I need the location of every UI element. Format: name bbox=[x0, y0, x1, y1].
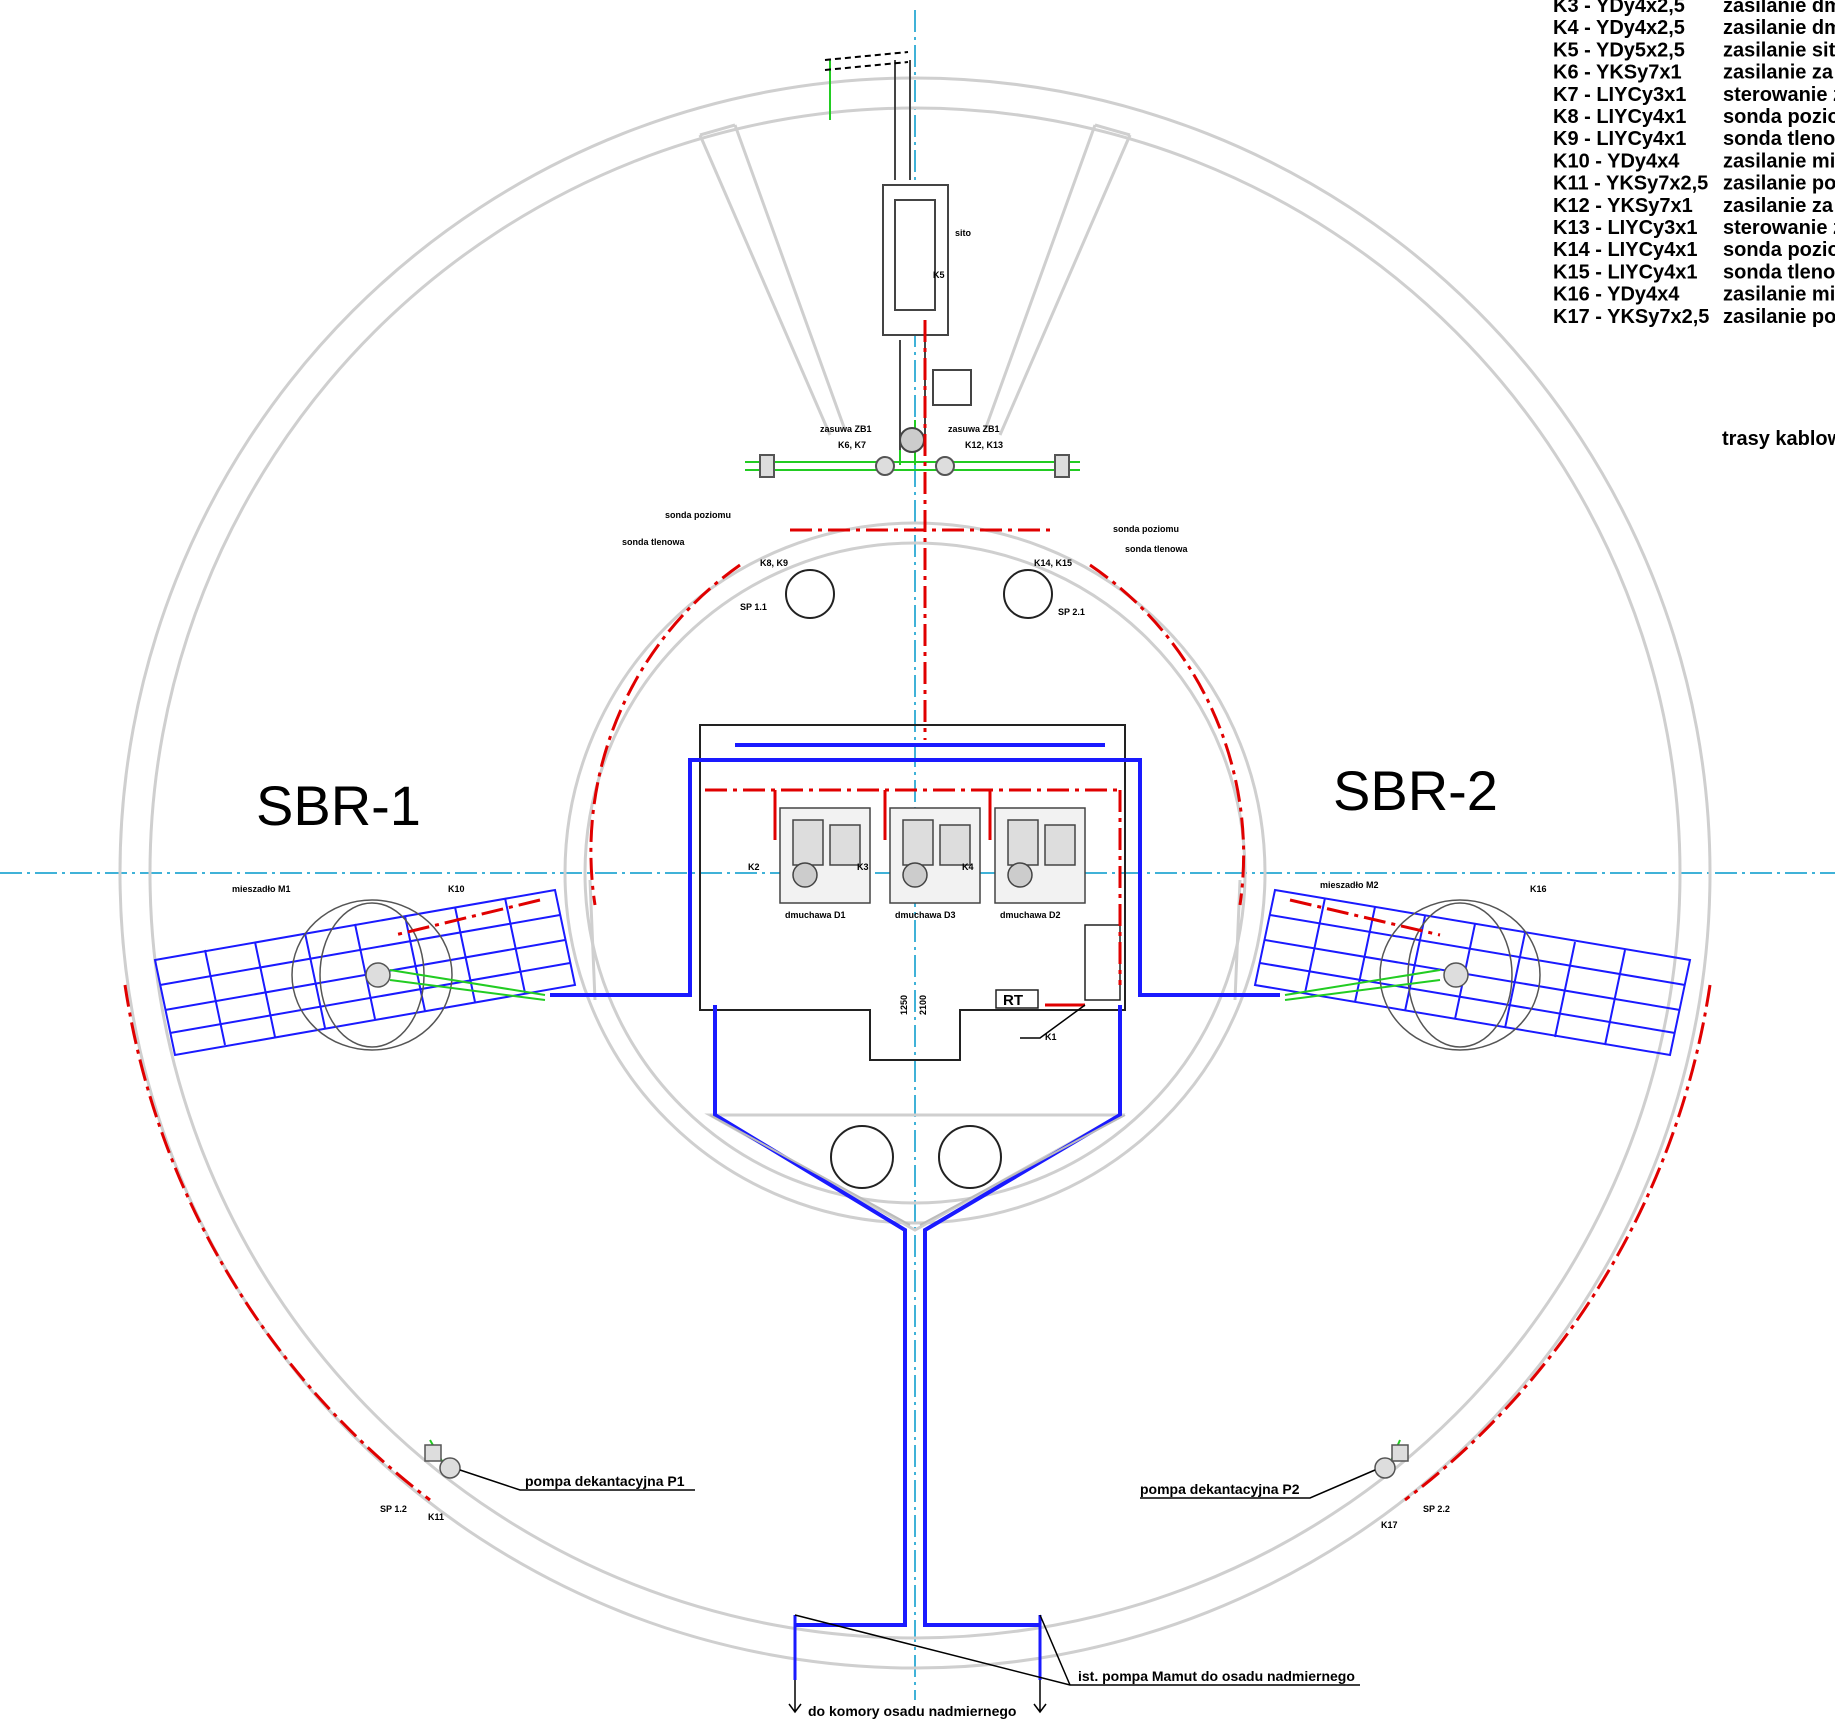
legend-code: K14 - LIYCy4x1 bbox=[1553, 239, 1698, 261]
legend-desc: sonda pozio bbox=[1723, 106, 1835, 128]
legend-desc: sonda tlenor bbox=[1723, 261, 1835, 283]
legend-code: K13 - LIYCy3x1 bbox=[1553, 217, 1698, 239]
legend-code: K8 - LIYCy4x1 bbox=[1553, 106, 1686, 128]
zasuwa1-label: zasuwa ZB1 bbox=[820, 424, 872, 434]
legend-desc: zasilanie dm bbox=[1723, 17, 1835, 39]
k1-label: K1 bbox=[1045, 1032, 1057, 1042]
k6k7-label: K6, K7 bbox=[838, 440, 866, 450]
legend-note: trasy kablow bbox=[1722, 428, 1835, 450]
sbr1-label: SBR-1 bbox=[256, 774, 421, 837]
aeration-grid-sbr1 bbox=[153, 888, 577, 1057]
aeration-grid-sbr2 bbox=[1253, 888, 1692, 1057]
k11-label: K11 bbox=[428, 1512, 444, 1522]
legend-desc: zasilanie po bbox=[1723, 173, 1835, 195]
sp12-label: SP 1.2 bbox=[380, 1504, 407, 1514]
legend-desc: sonda pozio bbox=[1723, 239, 1835, 261]
legend-desc: zasilanie sita bbox=[1723, 39, 1835, 61]
legend-desc: zasilanie za bbox=[1723, 195, 1834, 217]
sonda-poziomu-2-label: sonda poziomu bbox=[1113, 524, 1179, 534]
legend-code: K17 - YKSy7x2,5 bbox=[1553, 306, 1709, 328]
k14k15-label: K14, K15 bbox=[1034, 558, 1072, 568]
sp11-label: SP 1.1 bbox=[740, 602, 767, 612]
decant-pump-p2 bbox=[1374, 1444, 1409, 1479]
pump-p1-label: pompa dekantacyjna P1 bbox=[525, 1473, 685, 1489]
sonda-poziomu-1-label: sonda poziomu bbox=[665, 510, 731, 520]
k10-label: K10 bbox=[448, 884, 465, 894]
dimension-1: 1250 bbox=[899, 995, 909, 1015]
legend-code: K16 - YDy4x4 bbox=[1553, 284, 1680, 306]
blower-d1 bbox=[779, 807, 871, 904]
leader-lines bbox=[459, 1004, 1376, 1686]
k5-label: K5 bbox=[933, 270, 945, 280]
blower-d3 bbox=[889, 807, 981, 904]
legend-desc: sterowanie z bbox=[1723, 84, 1835, 106]
sonda-tlenowa-2-label: sonda tlenowa bbox=[1125, 544, 1189, 554]
legend-desc: zasilanie za bbox=[1723, 62, 1834, 84]
screen-unit bbox=[882, 60, 972, 453]
legend-code: K15 - LIYCy4x1 bbox=[1553, 261, 1698, 283]
inlet-pipe-dashed bbox=[824, 51, 909, 71]
legend-code: K4 - YDy4x2,5 bbox=[1553, 17, 1685, 39]
legend-code: K5 - YDy5x2,5 bbox=[1553, 39, 1685, 61]
sito-label: sito bbox=[955, 228, 972, 238]
sonda-tlenowa-1-label: sonda tlenowa bbox=[622, 537, 686, 547]
k17-label: K17 bbox=[1381, 1520, 1398, 1530]
legend-code: K9 - LIYCy4x1 bbox=[1553, 128, 1686, 150]
legend-code: K3 - YDy4x2,5 bbox=[1553, 0, 1685, 17]
control-cabinet bbox=[995, 924, 1121, 1009]
k2-label: K2 bbox=[748, 862, 760, 872]
blower-d2-label: dmuchawa D2 bbox=[1000, 910, 1061, 920]
cable-drops bbox=[773, 790, 1085, 1007]
legend-desc: sterowanie z bbox=[1723, 217, 1835, 239]
mixer-m2-label: mieszadło M2 bbox=[1320, 880, 1379, 890]
decant-pump-p1 bbox=[424, 1444, 461, 1479]
k8k9-label: K8, K9 bbox=[760, 558, 788, 568]
sludge-arrows bbox=[788, 1680, 1047, 1714]
mamut-label: ist. pompa Mamut do osadu nadmiernego bbox=[1078, 1668, 1355, 1684]
tank-outline bbox=[118, 76, 1712, 1670]
k16-label: K16 bbox=[1530, 884, 1547, 894]
legend-desc: zasilanie mi bbox=[1723, 150, 1835, 172]
sludge-pipes bbox=[793, 1615, 1042, 1680]
legend-desc: zasilanie dm bbox=[1723, 0, 1835, 17]
sp22-label: SP 2.2 bbox=[1423, 1504, 1450, 1514]
air-pipes bbox=[550, 743, 1280, 1627]
k4-label: K4 bbox=[962, 862, 974, 872]
air-pipe-casing bbox=[709, 1114, 1126, 1226]
sbr2-label: SBR-2 bbox=[1333, 759, 1498, 822]
legend-code: K6 - YKSy7x1 bbox=[1553, 62, 1682, 84]
mixer-m1-label: mieszadło M1 bbox=[232, 884, 291, 894]
sp21-label: SP 2.1 bbox=[1058, 607, 1085, 617]
blower-d1-label: dmuchawa D1 bbox=[785, 910, 846, 920]
valves-zasuwy bbox=[759, 454, 1070, 478]
inlet-channel-walls bbox=[698, 123, 1132, 436]
legend-desc: zasilanie po bbox=[1723, 306, 1835, 328]
legend-code: K11 - YKSy7x2,5 bbox=[1553, 173, 1708, 195]
legend-code: K12 - YKSy7x1 bbox=[1553, 195, 1693, 217]
legend-desc: sonda tlenor bbox=[1723, 128, 1835, 150]
blower-d3-label: dmuchawa D3 bbox=[895, 910, 956, 920]
partition-walls bbox=[588, 879, 1242, 1001]
cable-legend: K3 - YDy4x2,5 zasilanie dm K4 - YDy4x2,5 za… bbox=[1553, 0, 1835, 328]
legend-code: K10 - YDy4x4 bbox=[1553, 150, 1680, 172]
sludge-chamber-label: do komory osadu nadmiernego bbox=[808, 1703, 1016, 1719]
blower-d2 bbox=[994, 807, 1086, 904]
pump-p2-label: pompa dekantacyjna P2 bbox=[1140, 1481, 1300, 1497]
rt-label: RT bbox=[1003, 992, 1023, 1009]
legend-code: K7 - LIYCy3x1 bbox=[1553, 84, 1686, 106]
k12k13-label: K12, K13 bbox=[965, 440, 1003, 450]
legend-desc: zasilanie mi bbox=[1723, 284, 1835, 306]
dimension-2: 2100 bbox=[918, 995, 928, 1015]
k3-label: K3 bbox=[857, 862, 869, 872]
zasuwa2-label: zasuwa ZB1 bbox=[948, 424, 1000, 434]
